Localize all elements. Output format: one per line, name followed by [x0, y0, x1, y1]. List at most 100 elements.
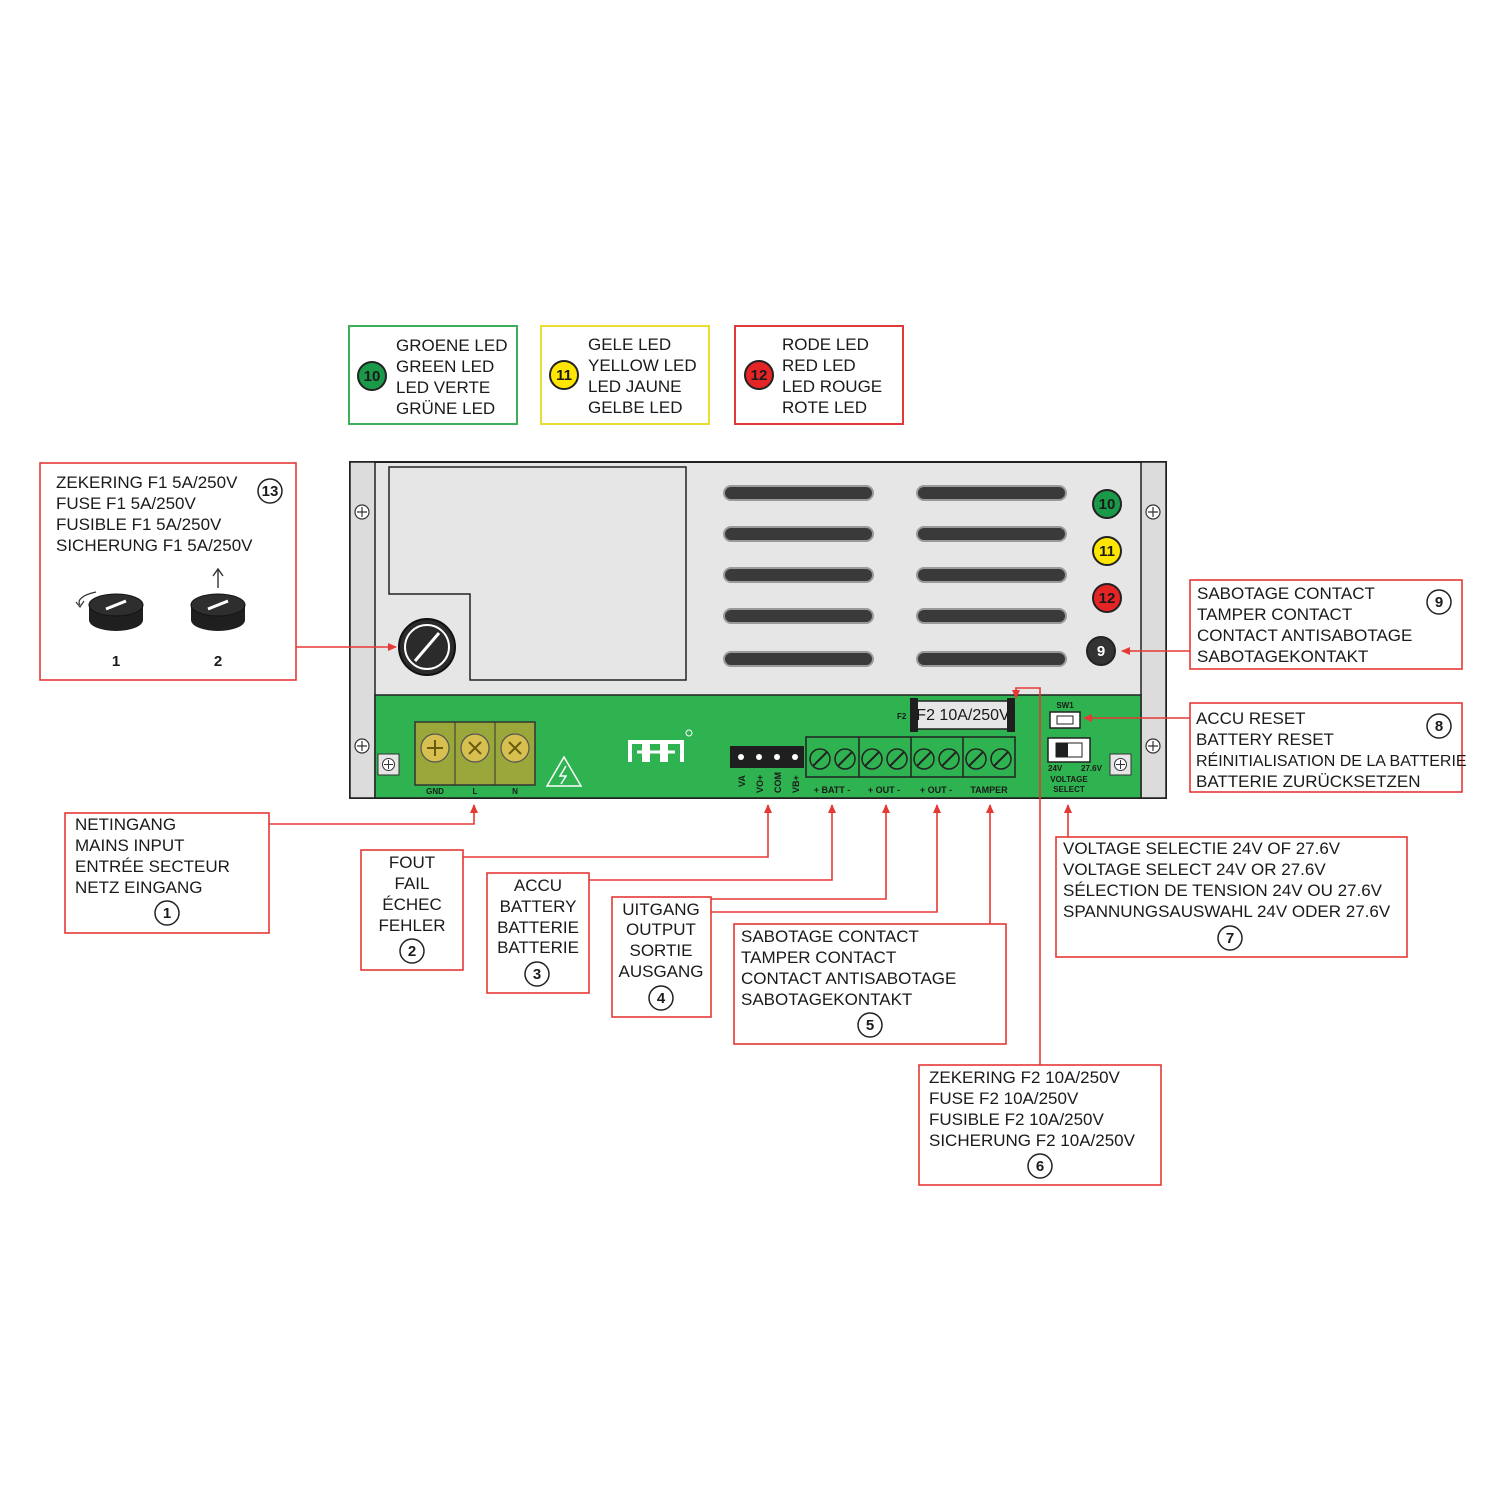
svg-text:CONTACT ANTISABOTAGE: CONTACT ANTISABOTAGE — [741, 969, 956, 988]
svg-text:NETINGANG: NETINGANG — [75, 815, 176, 834]
svg-text:BATTERY: BATTERY — [500, 897, 577, 916]
callout-tamper-contact-top: SABOTAGE CONTACT TAMPER CONTACT CONTACT … — [1189, 579, 1463, 670]
svg-text:SPANNUNGSAUSWAHL 24V ODER 27.6: SPANNUNGSAUSWAHL 24V ODER 27.6V — [1063, 902, 1391, 921]
svg-text:12: 12 — [1099, 590, 1116, 607]
svg-text:+ OUT -: + OUT - — [868, 785, 900, 795]
svg-text:ZEKERING F2 10A/250V: ZEKERING F2 10A/250V — [929, 1068, 1121, 1087]
svg-text:SORTIE: SORTIE — [630, 941, 693, 960]
svg-text:UITGANG: UITGANG — [622, 900, 699, 919]
svg-text:SABOTAGE CONTACT: SABOTAGE CONTACT — [1197, 584, 1375, 603]
svg-text:GELBE LED: GELBE LED — [588, 398, 683, 417]
svg-text:SABOTAGEKONTAKT: SABOTAGEKONTAKT — [1197, 647, 1368, 666]
svg-text:NETZ EINGANG: NETZ EINGANG — [75, 878, 203, 897]
callout-battery: ACCU BATTERY BATTERIE BATTERIE 3 — [486, 872, 590, 994]
svg-text:9: 9 — [1097, 643, 1105, 660]
svg-text:ROTE LED: ROTE LED — [782, 398, 867, 417]
svg-text:VOLTAGE SELECT 24V OR 27.6V: VOLTAGE SELECT 24V OR 27.6V — [1063, 860, 1326, 879]
svg-text:FUSIBLE F1 5A/250V: FUSIBLE F1 5A/250V — [56, 515, 222, 534]
svg-text:ACCU RESET: ACCU RESET — [1196, 709, 1306, 728]
svg-text:12: 12 — [751, 367, 768, 384]
svg-text:OUTPUT: OUTPUT — [626, 920, 696, 939]
leader-mains — [269, 804, 478, 825]
svg-text:FUSE F2 10A/250V: FUSE F2 10A/250V — [929, 1089, 1079, 1108]
ventilation-slots — [723, 485, 1067, 667]
signal-connector: VA VO+ COM VB+ — [730, 746, 804, 793]
svg-text:10: 10 — [1099, 496, 1116, 513]
svg-text:11: 11 — [556, 367, 572, 384]
svg-text:N: N — [512, 787, 518, 796]
svg-text:LED JAUNE: LED JAUNE — [588, 377, 682, 396]
legend-yellow-led: 11 GELE LED YELLOW LED LED JAUNE GELBE L… — [540, 325, 710, 425]
svg-text:F2: F2 — [897, 712, 907, 721]
svg-text:GROENE LED: GROENE LED — [396, 336, 507, 355]
svg-text:2: 2 — [214, 653, 222, 670]
callout-mains-input: NETINGANG MAINS INPUT ENTRÉE SECTEUR NET… — [64, 812, 270, 934]
svg-text:VOLTAGE SELECTIE 24V OF 27.6V: VOLTAGE SELECTIE 24V OF 27.6V — [1063, 839, 1341, 858]
svg-text:GELE LED: GELE LED — [588, 335, 671, 354]
device-yellow-led: 11 — [1092, 536, 1122, 566]
svg-text:27.6V: 27.6V — [1081, 764, 1103, 773]
leader-output-1 — [711, 804, 890, 900]
svg-text:GREEN LED: GREEN LED — [396, 357, 494, 376]
svg-text:YELLOW LED: YELLOW LED — [588, 356, 697, 375]
leader-fuse-f2 — [1012, 687, 1041, 1065]
svg-text:ÉCHEC: ÉCHEC — [382, 895, 442, 914]
svg-text:VOLTAGE: VOLTAGE — [1050, 775, 1088, 784]
svg-text:2: 2 — [408, 943, 416, 960]
svg-text:BATTERIE: BATTERIE — [497, 918, 579, 937]
mains-terminal-block: GND L N — [414, 721, 536, 796]
svg-text:ENTRÉE SECTEUR: ENTRÉE SECTEUR — [75, 857, 230, 876]
svg-text:BATTERIE ZURÜCKSETZEN: BATTERIE ZURÜCKSETZEN — [1196, 772, 1420, 791]
svg-text:6: 6 — [1036, 1158, 1044, 1175]
device-tamper-button: 9 — [1086, 636, 1116, 666]
svg-text:13: 13 — [262, 483, 279, 500]
svg-text:VA: VA — [737, 775, 747, 787]
svg-text:SABOTAGEKONTAKT: SABOTAGEKONTAKT — [741, 990, 912, 1009]
svg-text:9: 9 — [1435, 594, 1443, 611]
svg-text:FUSE F1 5A/250V: FUSE F1 5A/250V — [56, 494, 197, 513]
svg-text:BATTERY RESET: BATTERY RESET — [1196, 730, 1334, 749]
svg-text:7: 7 — [1226, 930, 1234, 947]
svg-text:GND: GND — [426, 787, 444, 796]
screw-terminals: + BATT - + OUT - + OUT - TAMPER — [805, 736, 1016, 795]
svg-text:ZEKERING F1 5A/250V: ZEKERING F1 5A/250V — [56, 473, 238, 492]
callout-accu-reset: ACCU RESET BATTERY RESET RÉINITIALISATIO… — [1189, 702, 1467, 793]
svg-text:GRÜNE LED: GRÜNE LED — [396, 399, 495, 418]
svg-text:LED VERTE: LED VERTE — [396, 378, 490, 397]
svg-text:5: 5 — [866, 1017, 874, 1034]
bracket-screw-icon — [354, 504, 1161, 754]
svg-text:MAINS INPUT: MAINS INPUT — [75, 836, 185, 855]
svg-text:1: 1 — [112, 653, 120, 670]
svg-text:SELECT: SELECT — [1053, 785, 1085, 794]
svg-text:SW1: SW1 — [1056, 701, 1074, 710]
svg-text:RÉINITIALISATION DE LA BATTERI: RÉINITIALISATION DE LA BATTERIE — [1196, 751, 1467, 770]
svg-text:8: 8 — [1435, 718, 1443, 735]
svg-text:3: 3 — [533, 966, 541, 983]
brand-logo-icon — [628, 729, 693, 762]
svg-text:BATTERIE: BATTERIE — [497, 938, 579, 957]
svg-text:FUSIBLE F2 10A/250V: FUSIBLE F2 10A/250V — [929, 1110, 1104, 1129]
svg-text:CONTACT ANTISABOTAGE: CONTACT ANTISABOTAGE — [1197, 626, 1412, 645]
voltage-select-switch: 24V 27.6V VOLTAGE SELECT — [1047, 737, 1103, 794]
leader-battery — [589, 804, 836, 881]
svg-text:11: 11 — [1099, 543, 1115, 560]
fuse-f2-holder: F2 F2 10A/250V — [897, 698, 1015, 732]
svg-text:SÉLECTION DE TENSION 24V OU 27: SÉLECTION DE TENSION 24V OU 27.6V — [1063, 881, 1383, 900]
svg-text:4: 4 — [657, 990, 666, 1007]
cover-panel — [388, 466, 687, 681]
svg-text:TAMPER CONTACT: TAMPER CONTACT — [741, 948, 896, 967]
svg-text:SICHERUNG F1 5A/250V: SICHERUNG F1 5A/250V — [56, 536, 253, 555]
power-supply-unit: 10 11 12 9 — [349, 461, 1167, 799]
svg-text:FOUT: FOUT — [389, 853, 435, 872]
sw1-reset-button: SW1 — [1049, 701, 1081, 729]
callout-fuse-f1: ZEKERING F1 5A/250V FUSE F1 5A/250V FUSI… — [39, 462, 297, 681]
fuse-lift-step-icon — [190, 567, 246, 631]
svg-text:RODE LED: RODE LED — [782, 335, 869, 354]
svg-text:ACCU: ACCU — [514, 876, 562, 895]
legend-green-led: 10 GROENE LED GREEN LED LED VERTE GRÜNE … — [348, 325, 518, 425]
callout-fail: FOUT FAIL ÉCHEC FEHLER 2 — [360, 849, 464, 971]
callout-output: UITGANG OUTPUT SORTIE AUSGANG 4 — [611, 896, 712, 1018]
svg-text:LED ROUGE: LED ROUGE — [782, 377, 882, 396]
svg-text:TAMPER CONTACT: TAMPER CONTACT — [1197, 605, 1352, 624]
